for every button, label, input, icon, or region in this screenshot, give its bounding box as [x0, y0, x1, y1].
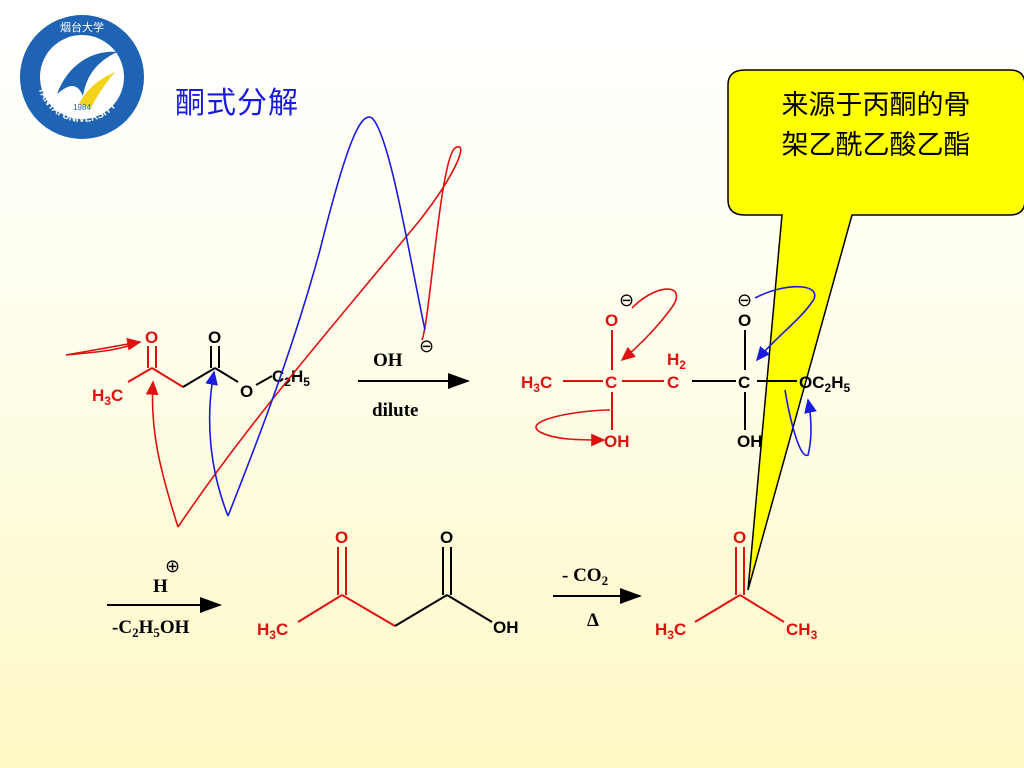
bond: [694, 594, 741, 623]
intermediate: H3C C C H2 C OC2H5 O ⊖ O ⊖ OH OH: [521, 290, 850, 451]
step3-condition-bottom: Δ: [587, 610, 599, 631]
step1-reagent-charge: ⊖: [419, 336, 434, 356]
int-charge-right: ⊖: [737, 290, 752, 310]
int-o-right: O: [738, 311, 751, 330]
callout-text: 来源于丙酮的骨 架乙酰乙酸乙酯: [745, 86, 1007, 166]
university-logo: YANTAI UNIVERSITY 烟台大学 1984: [20, 15, 144, 139]
blue-arrow-o-minus: [754, 285, 816, 362]
step1-condition: dilute: [372, 400, 418, 421]
int-charge-left: ⊖: [619, 290, 634, 310]
acetone-left: H3C: [655, 620, 686, 642]
int-o-left: O: [605, 311, 618, 330]
red-arrow-o-minus: [620, 288, 678, 362]
int-methyl: H3C: [521, 373, 552, 395]
blue-curve-attack: [227, 116, 426, 517]
bond: [182, 367, 216, 388]
int-oh-right: OH: [737, 432, 763, 451]
atom-o-carbonyl: O: [208, 328, 221, 347]
bond: [214, 367, 239, 383]
red-arrow-to-ketone-o: [65, 337, 142, 356]
acetone: H3C O CH3: [655, 528, 818, 642]
bond: [297, 594, 343, 623]
logo-swirl-icon: [57, 51, 117, 96]
callout-line-1: 来源于丙酮的骨: [781, 90, 971, 121]
reactant-ethyl-acetoacetate: O O O C2H5 H3C: [92, 328, 310, 408]
logo-seal-text: 烟台大学: [60, 20, 104, 34]
red-arrow-back: [65, 341, 141, 356]
atom-o-ketone: O: [145, 328, 158, 347]
red-arrow-loop: [145, 380, 179, 528]
step2-reagent: H: [153, 576, 168, 597]
acid-o2: O: [440, 528, 453, 547]
step3-condition-top: - CO2: [562, 565, 608, 588]
bond: [394, 594, 448, 627]
bond: [255, 375, 273, 386]
acid-o1: O: [335, 528, 348, 547]
red-arrow-oh-loop: [535, 409, 611, 447]
acid-methyl: H3C: [257, 620, 288, 642]
slide-title: 酮式分解: [175, 86, 299, 121]
blue-arrow-to-carbonyl: [205, 370, 229, 517]
bond: [739, 594, 785, 623]
acetone-right: CH3: [786, 620, 818, 642]
acid-oh: OH: [493, 618, 519, 637]
int-c-left: C: [605, 373, 617, 392]
acetoacetic-acid: H3C O O OH: [257, 528, 519, 642]
logo-accent-icon: [79, 72, 115, 108]
int-c-right: C: [738, 373, 750, 392]
group-methyl: H3C: [92, 386, 123, 408]
atom-o-ester: O: [240, 382, 253, 401]
int-ch2-h: H2: [667, 350, 686, 372]
bond: [446, 594, 493, 623]
acetone-o: O: [733, 528, 746, 547]
step1-reagent: OH: [373, 350, 403, 371]
int-ester: OC2H5: [799, 373, 850, 395]
logo-year: 1984: [73, 103, 91, 112]
int-oh-left: OH: [604, 432, 630, 451]
bond: [127, 367, 153, 383]
bond: [151, 367, 184, 388]
step2-reagent-charge: ⊕: [165, 556, 180, 576]
int-ch2-c: C: [667, 373, 679, 392]
blue-arrow-ester: [784, 389, 817, 457]
bond: [341, 594, 396, 627]
red-long-curve: [177, 146, 462, 528]
callout-line-2: 架乙酰乙酸乙酯: [781, 130, 971, 161]
step2-condition: -C2H5OH: [112, 617, 190, 640]
